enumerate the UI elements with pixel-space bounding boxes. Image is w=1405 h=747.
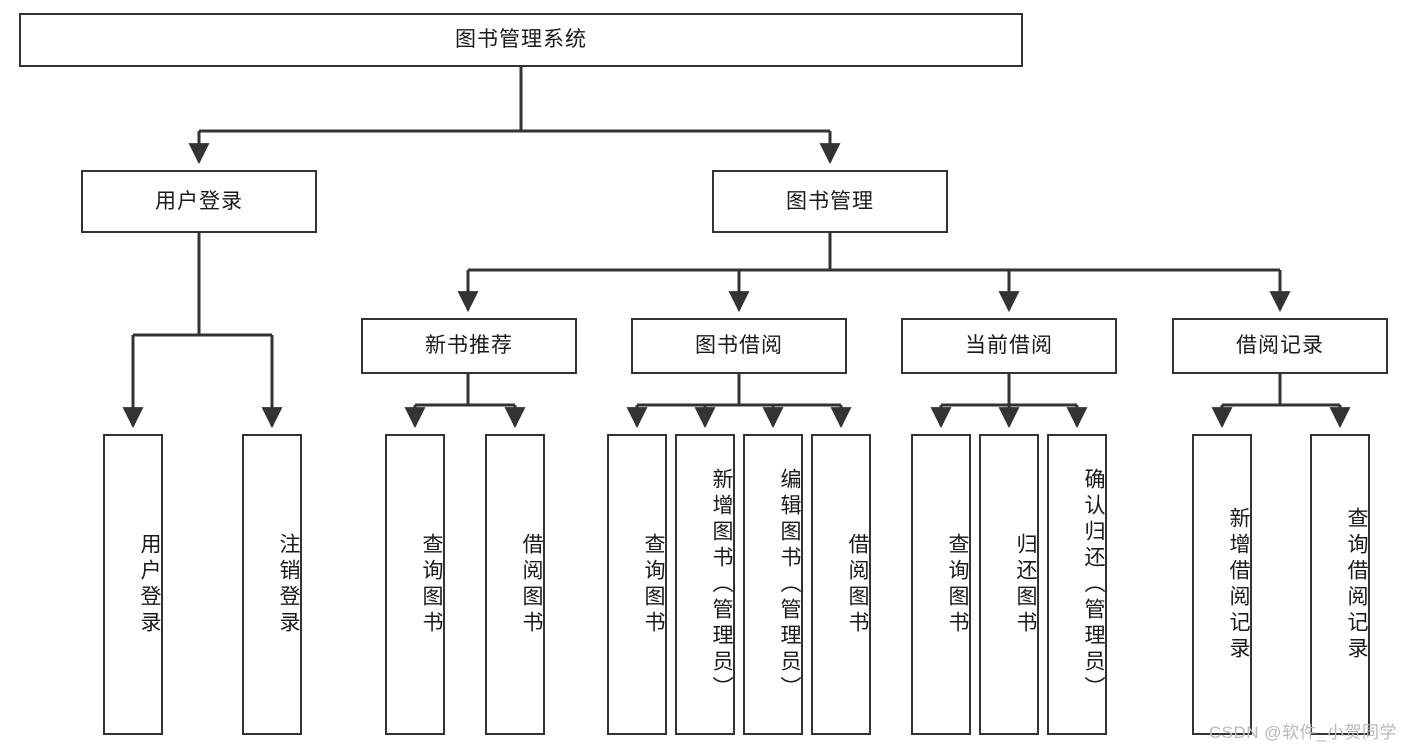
leaf-add-book-label: 新增图书（管理员）: [710, 467, 733, 702]
node-book-borrow[interactable]: 图书借阅: [631, 318, 847, 374]
leaf-confirm-return[interactable]: 确认归还（管理员）: [1047, 434, 1107, 735]
leaf-borrow-book-2[interactable]: 借阅图书: [811, 434, 871, 735]
node-user-login-label: 用户登录: [155, 189, 243, 213]
leaf-query-record[interactable]: 查询借阅记录: [1310, 434, 1370, 735]
leaf-edit-book-label: 编辑图书（管理员）: [778, 467, 801, 702]
leaf-query-book-3[interactable]: 查询图书: [911, 434, 971, 735]
node-root-label: 图书管理系统: [455, 28, 587, 52]
leaf-add-book[interactable]: 新增图书（管理员）: [675, 434, 735, 735]
node-borrow-record-label: 借阅记录: [1236, 334, 1324, 358]
leaf-query-record-label: 查询借阅记录: [1345, 506, 1368, 663]
node-new-book-recommend[interactable]: 新书推荐: [361, 318, 577, 374]
leaf-query-book-1[interactable]: 查询图书: [385, 434, 445, 735]
node-current-borrow-label: 当前借阅: [965, 334, 1053, 358]
leaf-return-book-label: 归还图书: [1014, 532, 1037, 637]
node-borrow-record[interactable]: 借阅记录: [1172, 318, 1388, 374]
leaf-edit-book[interactable]: 编辑图书（管理员）: [743, 434, 803, 735]
leaf-add-record[interactable]: 新增借阅记录: [1192, 434, 1252, 735]
leaf-return-book[interactable]: 归还图书: [979, 434, 1039, 735]
leaf-borrow-book-2-label: 借阅图书: [846, 532, 869, 637]
leaf-query-book-3-label: 查询图书: [946, 532, 969, 637]
leaf-query-book-2[interactable]: 查询图书: [607, 434, 667, 735]
node-current-borrow[interactable]: 当前借阅: [901, 318, 1117, 374]
node-book-manage[interactable]: 图书管理: [712, 170, 948, 233]
leaf-query-book-2-label: 查询图书: [642, 532, 665, 637]
leaf-borrow-book-1[interactable]: 借阅图书: [485, 434, 545, 735]
leaf-confirm-return-label: 确认归还（管理员）: [1082, 467, 1105, 702]
leaf-logout-login-label: 注销登录: [277, 532, 300, 637]
node-book-manage-label: 图书管理: [786, 189, 874, 213]
node-new-book-recommend-label: 新书推荐: [425, 334, 513, 358]
leaf-user-login[interactable]: 用户登录: [103, 434, 163, 735]
node-user-login[interactable]: 用户登录: [81, 170, 317, 233]
leaf-query-book-1-label: 查询图书: [420, 532, 443, 637]
leaf-user-login-label: 用户登录: [138, 532, 161, 637]
leaf-add-record-label: 新增借阅记录: [1227, 506, 1250, 663]
leaf-logout-login[interactable]: 注销登录: [242, 434, 302, 735]
node-root[interactable]: 图书管理系统: [19, 13, 1023, 67]
node-book-borrow-label: 图书借阅: [695, 334, 783, 358]
leaf-borrow-book-1-label: 借阅图书: [520, 532, 543, 637]
